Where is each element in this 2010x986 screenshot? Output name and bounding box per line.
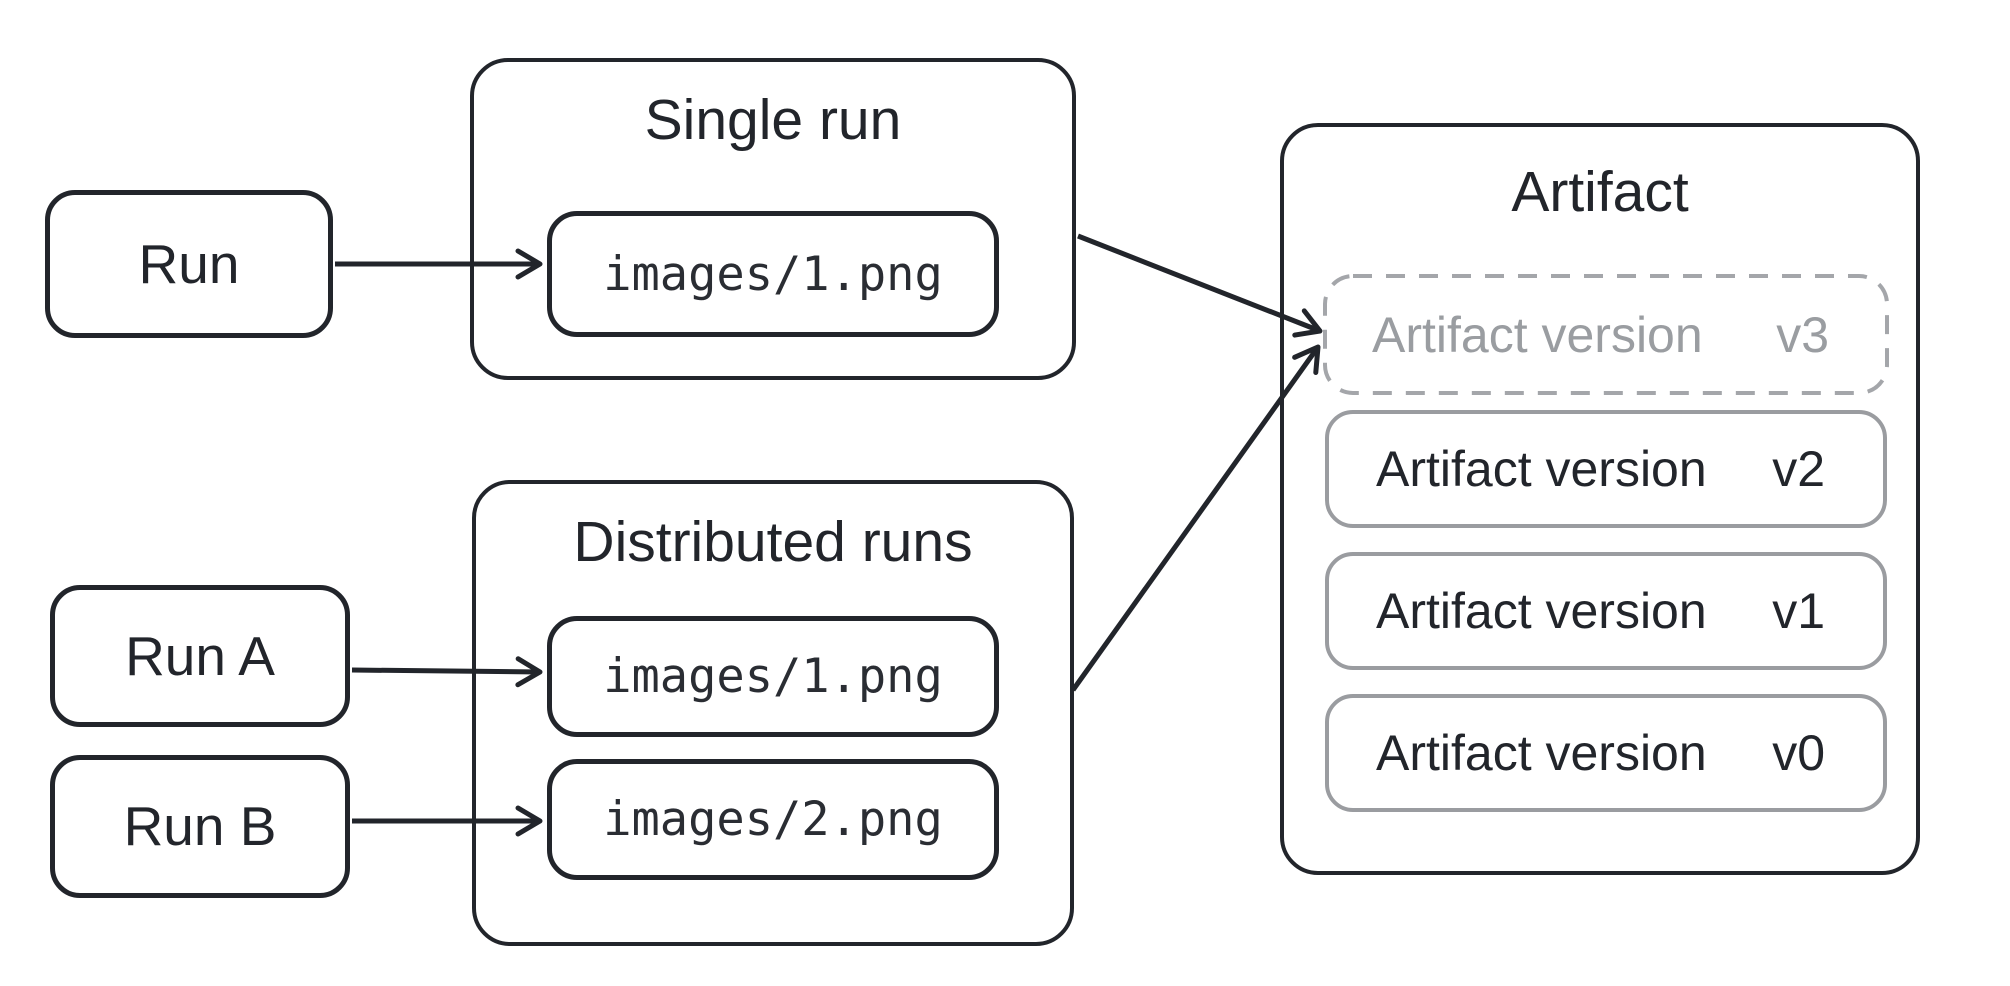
distributed-file-2-node: images/2.png [547,759,999,880]
distributed-runs-group-title: Distributed runs [573,510,973,574]
artifact-version-v1-label: Artifact version [1376,583,1707,639]
artifact-version-v3-label: Artifact version [1372,306,1703,363]
artifact-version-v2-tag: v2 [1772,441,1825,497]
artifact-version-v2-label: Artifact version [1376,441,1707,497]
run-a-node: Run A [50,585,350,727]
single-run-group-title: Single run [644,88,902,152]
artifact-version-v3-node: Artifact version v3 [1325,276,1887,393]
single-run-file-node: images/1.png [547,211,999,337]
artifact-version-v0-label: Artifact version [1376,725,1707,781]
artifact-version-v1-node: Artifact version v1 [1325,552,1887,670]
run-b-node-label: Run B [123,795,277,857]
distributed-file-1-node: images/1.png [547,616,999,737]
artifact-version-v2-node: Artifact version v2 [1325,410,1887,528]
artifact-version-v0-tag: v0 [1772,725,1825,781]
single-run-file-label: images/1.png [603,246,943,302]
distributed-file-1-label: images/1.png [603,649,943,704]
run-b-node: Run B [50,755,350,898]
artifact-version-v0-node: Artifact version v0 [1325,694,1887,812]
run-node-label: Run [138,232,240,295]
run-a-node-label: Run A [125,624,275,687]
distributed-file-2-label: images/2.png [603,792,943,847]
run-node: Run [45,190,333,338]
artifact-version-v3-tag: v3 [1776,306,1829,363]
artifact-version-v1-tag: v1 [1772,583,1825,639]
artifact-group-title: Artifact [1511,160,1689,224]
